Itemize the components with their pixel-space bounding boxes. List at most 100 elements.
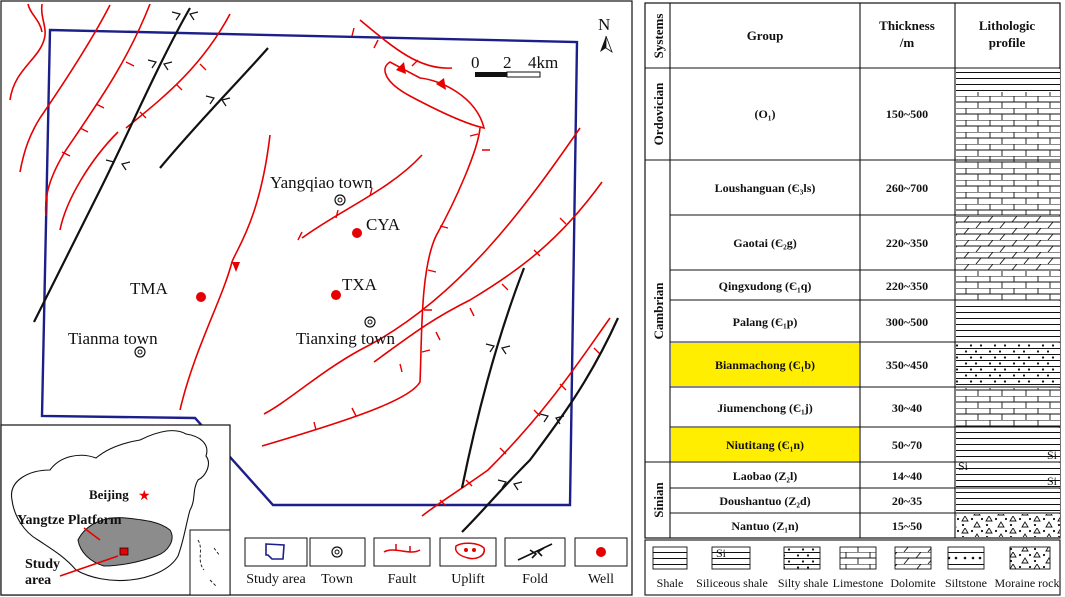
lith-shale <box>956 69 1060 92</box>
fault-ticks <box>61 27 601 507</box>
town-icon <box>134 346 146 358</box>
fault-line <box>301 154 423 239</box>
fault-line <box>44 3 151 217</box>
lith-limestone <box>956 388 1060 427</box>
row-thickness: 150~500 <box>886 107 928 121</box>
legend-si: Si <box>716 546 727 560</box>
row-thickness: 220~350 <box>886 279 928 293</box>
lith-moraine <box>956 514 1060 537</box>
well-icon <box>596 547 606 557</box>
uplift-tooth <box>436 78 446 90</box>
fault-line <box>59 131 119 231</box>
town-icon <box>331 546 343 558</box>
study-area-boundary <box>40 28 579 507</box>
inset-islands <box>197 539 221 587</box>
row-thickness: 50~70 <box>892 438 922 452</box>
north-arrow: N <box>598 15 613 54</box>
fold-axis <box>33 7 191 323</box>
system-sinian: Sinian <box>651 482 666 518</box>
row-group: Qingxudong (Є₁q) <box>719 279 812 293</box>
inset-study-label-1: Study <box>25 557 60 572</box>
si-label: Si <box>958 459 969 473</box>
row-group: Jiumenchong (Є₁j) <box>717 401 812 415</box>
fault-line <box>179 134 271 411</box>
fault-line <box>27 3 43 33</box>
fold-icon <box>517 543 553 561</box>
row-group: Laobao (Z₂l) <box>733 469 798 483</box>
fault-arrow <box>232 262 240 272</box>
fault-icon <box>383 544 421 553</box>
scale-bar: 0 2 4km <box>471 53 558 78</box>
fold-lines <box>33 7 620 533</box>
highlight-bianmachong <box>671 343 859 386</box>
legend-label-fold: Fold <box>522 572 548 587</box>
legend-label-fault: Fault <box>388 572 417 587</box>
well-markers: CYA TMA TXA <box>130 215 401 302</box>
row-group: Nantuo (Z₁n) <box>731 519 798 533</box>
lith-siliceous-shale <box>956 428 1060 462</box>
highlight-niutitang <box>671 428 859 461</box>
town-label-tianma: Tianma town <box>68 329 158 348</box>
well-label-txa: TXA <box>342 275 378 294</box>
study-area-icon <box>265 543 285 560</box>
row-thickness: 260~700 <box>886 181 928 195</box>
legend-silty-swatch <box>783 546 821 570</box>
well-label-cya: CYA <box>366 215 401 234</box>
legend-label-uplift: Uplift <box>451 572 485 587</box>
lith-limestone <box>956 271 1060 300</box>
header-group: Group <box>747 28 784 43</box>
fault-line <box>421 317 611 517</box>
row-thickness: 300~500 <box>886 315 928 329</box>
header-profile-2: profile <box>989 35 1026 50</box>
lithology-legend: Shale Si Siliceous shale Silty shale Lim… <box>644 539 1061 596</box>
legend-dolomite-swatch <box>894 546 932 570</box>
uplift-icon <box>454 542 485 560</box>
lith-dolomite <box>956 216 1060 270</box>
north-label: N <box>598 15 610 34</box>
scale-mid: 2 <box>503 53 512 72</box>
uplift-outline <box>384 61 486 130</box>
lith-shale <box>956 489 1060 513</box>
row-thickness: 30~40 <box>892 401 922 415</box>
fault-lines <box>9 3 611 517</box>
lith-limestone <box>956 92 1060 215</box>
fault-line <box>263 127 581 415</box>
row-thickness: 220~350 <box>886 236 928 250</box>
lith-legend-dolomite: Dolomite <box>890 576 935 590</box>
town-label-yangqiao: Yangqiao town <box>270 173 373 192</box>
fold-axis <box>460 267 526 489</box>
fault-line <box>373 181 603 363</box>
inset-platform-label: Yangtze Platform <box>17 513 122 528</box>
row-group: Bianmachong (Є₁b) <box>715 358 815 372</box>
row-group: Niutitang (Є₁n) <box>726 438 804 452</box>
header-thickness-1: Thickness <box>879 18 935 33</box>
row-thickness: 20~35 <box>892 494 922 508</box>
lith-legend-silty: Silty shale <box>778 576 828 590</box>
legend-label-well: Well <box>588 572 614 587</box>
system-ordovician: Ordovician <box>651 82 666 146</box>
fault-line <box>125 13 231 129</box>
study-area-marker <box>119 547 129 556</box>
lith-silty-shale <box>956 343 1060 387</box>
si-label: Si <box>1047 448 1058 462</box>
fault-line <box>9 3 46 101</box>
row-group: Palang (Є₁p) <box>733 315 798 329</box>
fault-line <box>19 4 111 173</box>
town-markers: Yangqiao town Tianma town Tianxing town <box>68 173 396 358</box>
stratigraphic-column: Systems Group Thickness /m Lithologic pr… <box>644 2 1061 539</box>
town-icon-inner <box>337 197 343 203</box>
well-icon <box>352 228 362 238</box>
inset-study-label-2: area <box>25 573 51 588</box>
scale-zero: 0 <box>471 53 480 72</box>
lith-legend-moraine: Moraine rock <box>995 576 1060 590</box>
lith-legend-siltstone: Siltstone <box>945 576 987 590</box>
fold-arrows <box>105 11 565 491</box>
well-icon <box>331 290 341 300</box>
town-icon <box>334 194 346 206</box>
legend-siltstone-swatch <box>947 546 985 570</box>
town-icon-inner <box>367 319 373 325</box>
study-area-arrow <box>59 555 119 577</box>
lith-legend-shale: Shale <box>657 576 684 590</box>
row-thickness: 350~450 <box>886 358 928 372</box>
uplift-tooth <box>396 62 406 74</box>
